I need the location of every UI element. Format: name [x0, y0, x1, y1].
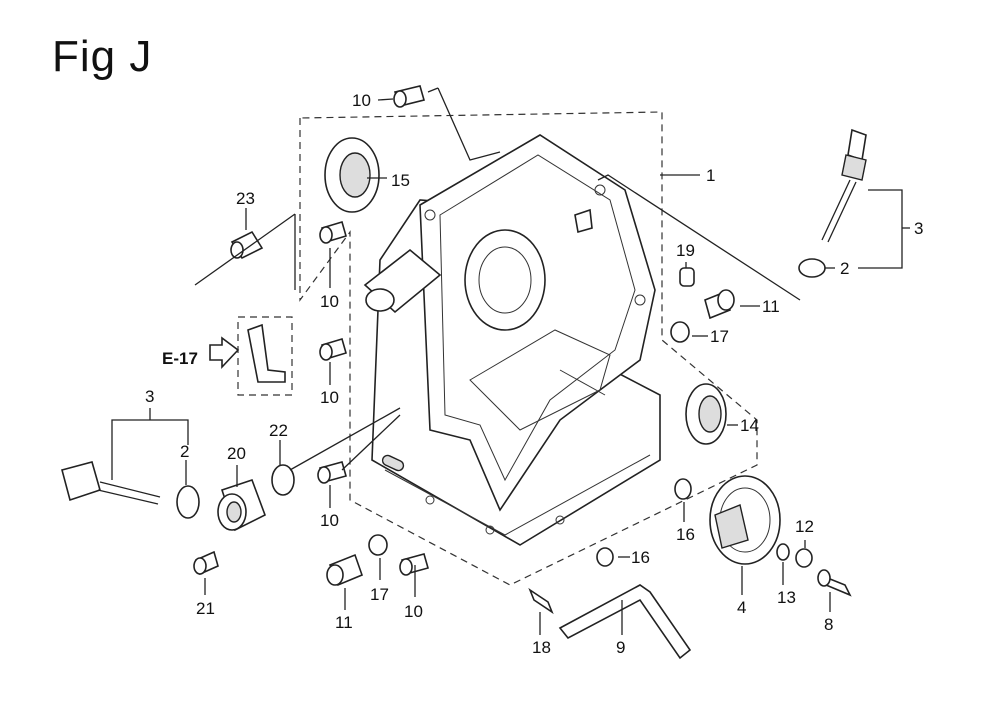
callout-10-mid: 10 [320, 292, 339, 311]
o-ring-22 [271, 464, 295, 496]
callout-2-upper: 2 [840, 259, 849, 278]
callout-23: 23 [236, 189, 255, 208]
callout-4: 4 [737, 598, 746, 617]
callout-3-left: 3 [145, 387, 154, 406]
ref-arrow [209, 336, 240, 370]
callout-9: 9 [616, 638, 625, 657]
crankcase-cover [363, 134, 661, 546]
callout-11-lower: 11 [335, 613, 353, 632]
callout-1: 1 [706, 166, 715, 185]
callout-2-left: 2 [180, 442, 189, 461]
bolt-21 [193, 550, 219, 576]
callout-17-upper: 17 [710, 327, 729, 346]
callout-12: 12 [795, 517, 814, 536]
ball-bearing [685, 383, 727, 445]
breather-tube-box [237, 316, 293, 396]
bolt-10-low [319, 338, 347, 361]
callout-3-upper: 3 [914, 219, 923, 238]
callout-10-low: 10 [320, 388, 339, 407]
callout-11-upper: 11 [762, 297, 780, 316]
callout-22: 22 [269, 421, 288, 440]
oil-filler-neck [217, 478, 266, 532]
callout-19: 19 [676, 241, 695, 260]
flange-bolt-upper [704, 289, 735, 320]
callout-15: 15 [391, 171, 410, 190]
callout-8: 8 [824, 615, 833, 634]
callout-20: 20 [227, 444, 246, 463]
washer-12 [795, 548, 813, 568]
callout-10-lower: 10 [404, 602, 423, 621]
flange-bolt-lower [326, 553, 364, 587]
callout-13: 13 [777, 588, 796, 607]
oil-seal [324, 137, 380, 213]
callout-10-bottom: 10 [320, 511, 339, 530]
governor-gear [709, 475, 781, 565]
bolt-10-top [393, 85, 425, 108]
oil-dipstick [821, 128, 867, 243]
governor-arm [558, 584, 692, 660]
o-ring-upper [798, 258, 826, 278]
pin-18 [528, 587, 554, 615]
nut-16-right [674, 478, 692, 500]
o-ring-lower [176, 485, 200, 519]
drain-plug [61, 461, 161, 505]
callout-16-right: 16 [676, 525, 695, 544]
callout-16-lower: 16 [631, 548, 650, 567]
bolt-10-mid [319, 221, 347, 244]
callout-17-lower: 17 [370, 585, 389, 604]
reference-label: E-17 [162, 349, 198, 368]
callout-21: 21 [196, 599, 215, 618]
leader-lines [111, 87, 910, 635]
callout-14: 14 [740, 416, 759, 435]
shaft-8 [817, 569, 852, 597]
nut-16-lower [596, 547, 614, 567]
washer-17-upper [670, 321, 690, 343]
washer-17-lower [368, 534, 388, 556]
dowel-19 [679, 267, 695, 287]
bolt-10-lower [399, 553, 429, 576]
bolt-10-bottom [317, 461, 347, 484]
clip-13 [776, 543, 790, 561]
assembly-outline [299, 111, 758, 586]
callout-18: 18 [532, 638, 551, 657]
dowel-pin [230, 230, 264, 260]
callout-10-top: 10 [352, 91, 371, 110]
figure-title: Fig J [52, 32, 153, 81]
